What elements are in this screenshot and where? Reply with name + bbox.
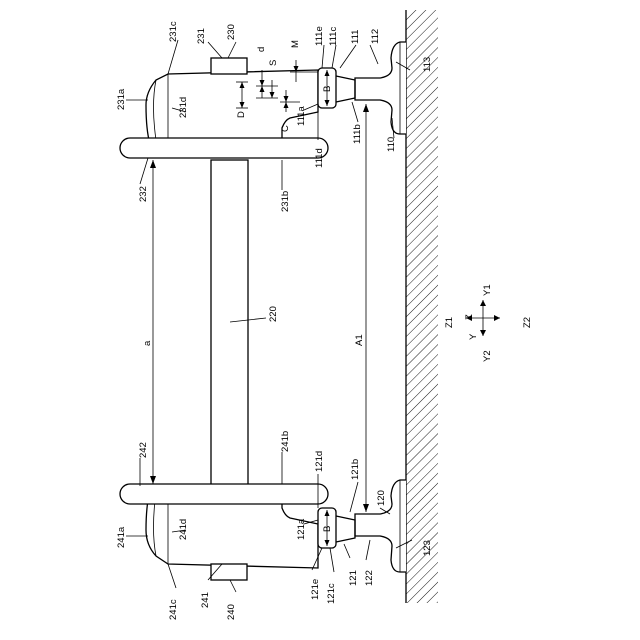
label-240: 240 <box>226 604 237 620</box>
label-Y: Y <box>468 333 479 340</box>
label-110: 110 <box>386 137 397 152</box>
label-121c: 121c <box>326 583 337 604</box>
label-121a: 121a <box>296 518 307 540</box>
label-Y1: Y1 <box>482 284 493 296</box>
label-230: 230 <box>226 24 237 40</box>
label-111: 111 <box>350 30 361 44</box>
label-B-lower: B <box>322 526 333 532</box>
hub-240 <box>211 564 247 580</box>
plate-242 <box>120 484 328 504</box>
label-111a: 111a <box>296 106 307 126</box>
label-220: 220 <box>268 306 279 322</box>
wheel-231 <box>146 58 318 144</box>
label-122: 122 <box>364 570 375 586</box>
label-D: D <box>236 111 247 118</box>
label-123: 123 <box>422 540 433 556</box>
label-121e: 121e <box>310 579 321 600</box>
ground-base <box>406 10 438 603</box>
label-111e: 111e <box>314 26 325 46</box>
label-121d: 121d <box>314 451 325 472</box>
label-242: 242 <box>138 442 149 458</box>
label-111c: 111c <box>328 27 339 46</box>
label-231d: 231d <box>178 97 189 118</box>
label-231b: 231b <box>280 191 291 212</box>
label-241: 241 <box>200 592 211 608</box>
label-120: 120 <box>376 490 387 506</box>
label-232: 232 <box>138 186 149 202</box>
label-121b: 121b <box>350 459 361 480</box>
label-231a: 231a <box>116 88 127 110</box>
label-Y2: Y2 <box>482 350 493 362</box>
label-group: 231c 231 230 231a 231d d S M D C 111e 11… <box>116 21 533 620</box>
label-d: d <box>256 47 267 52</box>
label-S: S <box>268 60 279 66</box>
label-Z2: Z2 <box>522 317 533 328</box>
label-231: 231 <box>196 28 207 44</box>
label-Z: Z <box>464 314 475 320</box>
label-241c: 241c <box>168 599 179 620</box>
label-121: 121 <box>348 570 359 586</box>
label-Z1: Z1 <box>444 317 455 328</box>
label-M: M <box>290 40 301 48</box>
label-241a: 241a <box>116 526 127 548</box>
label-241d: 241d <box>178 519 189 540</box>
label-241b: 241b <box>280 431 291 452</box>
plate-232 <box>120 138 328 158</box>
hub-230 <box>211 58 247 74</box>
label-231c: 231c <box>168 21 179 42</box>
label-111d: 111d <box>314 148 325 168</box>
label-112: 112 <box>370 29 381 44</box>
label-C: C <box>280 125 291 132</box>
label-113: 113 <box>422 57 433 72</box>
axle-220 <box>211 160 248 486</box>
label-a: a <box>142 340 153 346</box>
rail-110 <box>355 42 406 134</box>
label-111b: 111b <box>352 124 363 144</box>
label-B-upper: B <box>322 86 333 92</box>
label-A1: A1 <box>354 334 365 346</box>
